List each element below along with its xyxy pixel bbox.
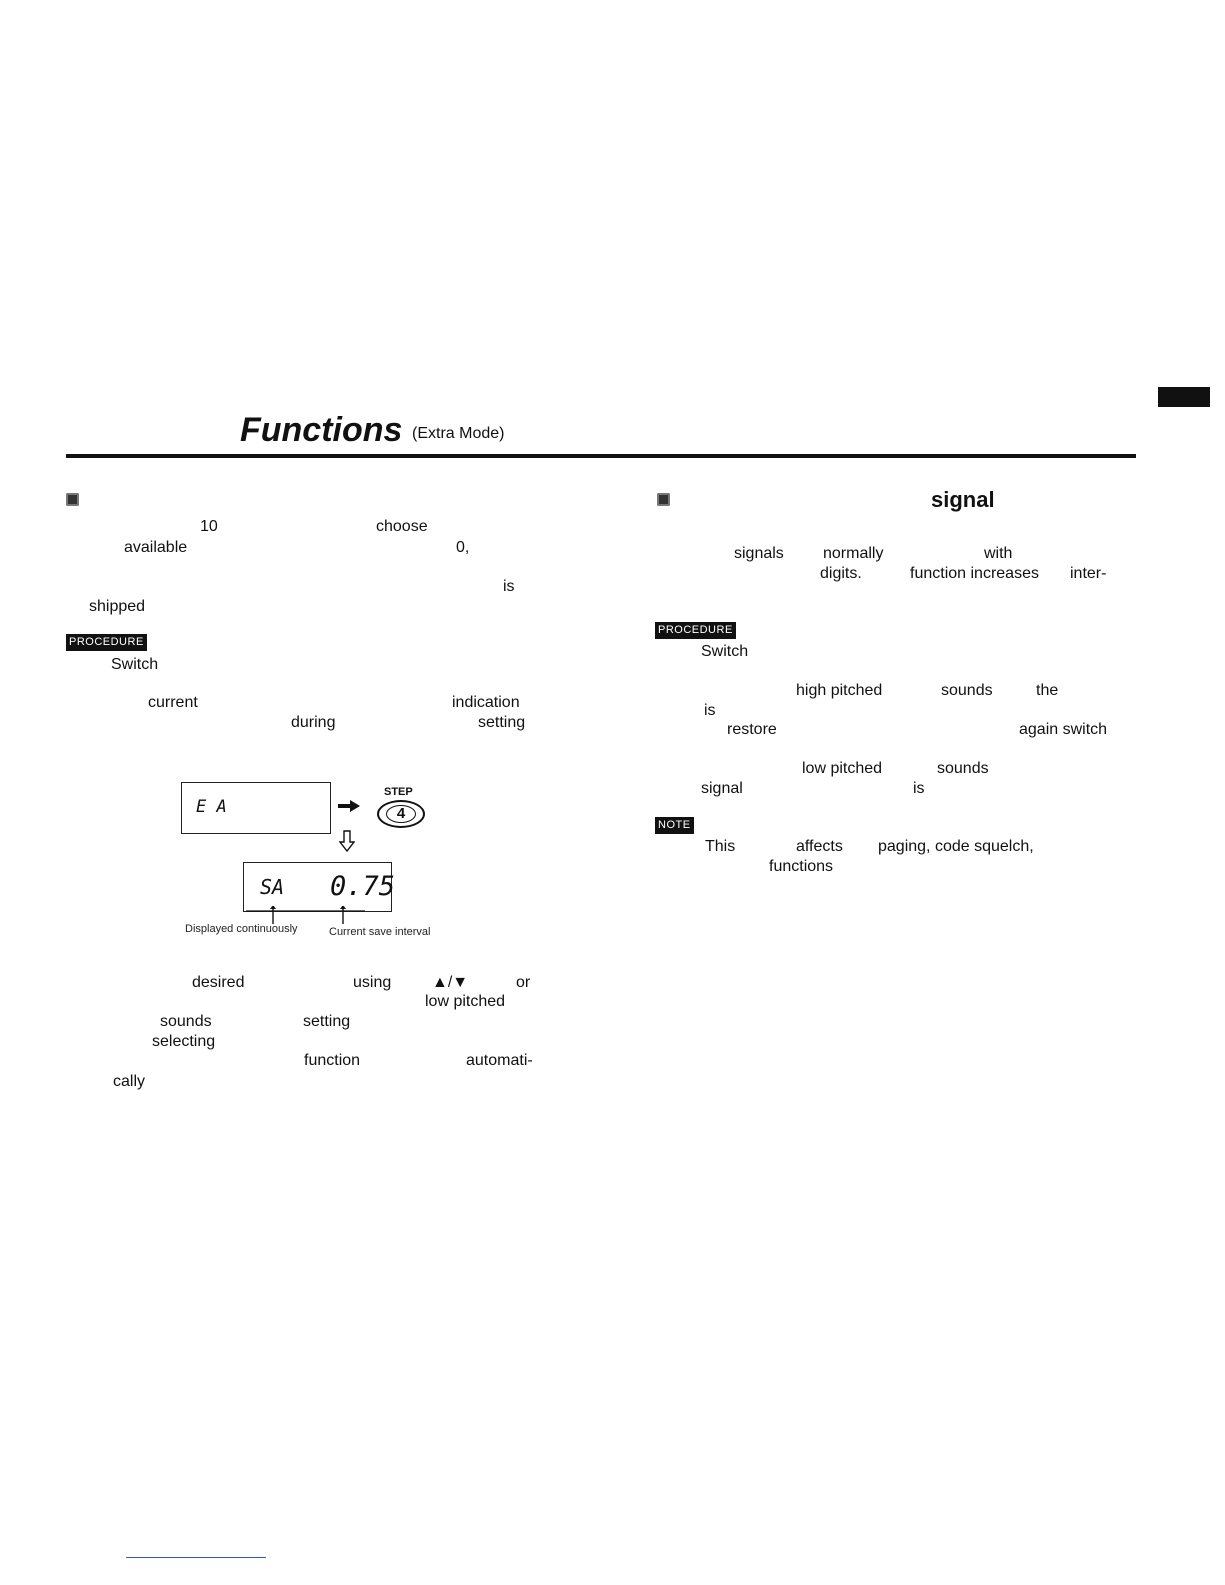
bottom-link-underline (126, 1557, 266, 1558)
section-bullet-icon (66, 493, 79, 506)
left-text-word: using (353, 974, 392, 991)
procedure-text-word: signal (701, 780, 743, 797)
right-text-word: function increases (910, 565, 1039, 582)
procedure-text-word: high pitched (796, 682, 883, 699)
right-text-word: with (984, 545, 1013, 562)
step-key-label: STEP (384, 786, 413, 798)
left-text-word: is (503, 578, 515, 595)
procedure-badge: PROCEDURE (655, 622, 736, 639)
right-text-word: signals (734, 545, 784, 562)
left-text-word: shipped (89, 598, 146, 615)
caption-current-save-interval: Current save interval (329, 926, 431, 938)
left-text-word: available (124, 539, 188, 556)
note-text-word: paging, code squelch, (878, 838, 1034, 855)
note-badge: NOTE (655, 817, 694, 834)
left-text-word: 10 (200, 518, 218, 535)
caption-displayed-continuously: Displayed continuously (185, 923, 298, 935)
left-text-word: desired (192, 974, 245, 991)
right-arrow-icon (338, 800, 360, 812)
page-title: Functions (240, 411, 403, 449)
left-text-word: or (516, 974, 531, 991)
procedure-text-word: Switch (701, 643, 749, 660)
section-heading: signal (931, 487, 995, 512)
procedure-text-word: again switch (1019, 721, 1108, 738)
procedure-text-word: setting (478, 714, 526, 731)
procedure-text-word: current (148, 694, 198, 711)
procedure-text-word: indication (452, 694, 520, 711)
up-down-keys-text: ▲/▼ (432, 974, 469, 991)
procedure-text-word: the (1036, 682, 1059, 699)
lcd-display-text: SA (260, 875, 285, 899)
right-text-word: normally (823, 545, 884, 562)
lcd-display-extra-mode: E A (181, 782, 331, 834)
left-text-word: 0, (456, 539, 470, 556)
procedure-text-word: Switch (111, 656, 159, 673)
procedure-badge: PROCEDURE (66, 634, 147, 651)
left-text-word: choose (376, 518, 428, 535)
right-text-word: digits. (820, 565, 862, 582)
section-tab-marker (1158, 387, 1210, 407)
lcd-display-text: E A (196, 797, 227, 817)
procedure-text-word: is (704, 702, 716, 719)
down-arrow-icon (339, 830, 355, 852)
note-text-word: affects (796, 838, 843, 855)
step-4-key-icon: 4 (377, 800, 425, 828)
procedure-text-word: restore (727, 721, 777, 738)
note-text-word: functions (769, 858, 834, 875)
procedure-text-word: sounds (937, 760, 989, 777)
lcd-display-value: 0.75 (330, 871, 396, 902)
left-text-word: sounds (160, 1013, 212, 1030)
note-text-word: This (705, 838, 736, 855)
left-text-word: low pitched (425, 993, 506, 1010)
left-text-word: setting (303, 1013, 351, 1030)
caption-pointer-lines (246, 906, 365, 924)
lcd-display-save-interval: SA 0.75 (243, 862, 396, 912)
left-text-word: selecting (152, 1033, 216, 1050)
procedure-text-word: during (291, 714, 336, 731)
procedure-text-word: low pitched (802, 760, 883, 777)
procedure-text-word: sounds (941, 682, 993, 699)
left-text-word: automati- (466, 1052, 533, 1069)
step-key-number: 4 (386, 805, 416, 823)
procedure-text-word: is (913, 780, 925, 797)
page-subtitle: (Extra Mode) (412, 425, 505, 442)
left-text-word: function (304, 1052, 361, 1069)
section-bullet-icon (657, 493, 670, 506)
right-text-word: inter- (1070, 565, 1107, 582)
left-text-word: cally (113, 1073, 146, 1090)
header-rule (66, 454, 1136, 458)
